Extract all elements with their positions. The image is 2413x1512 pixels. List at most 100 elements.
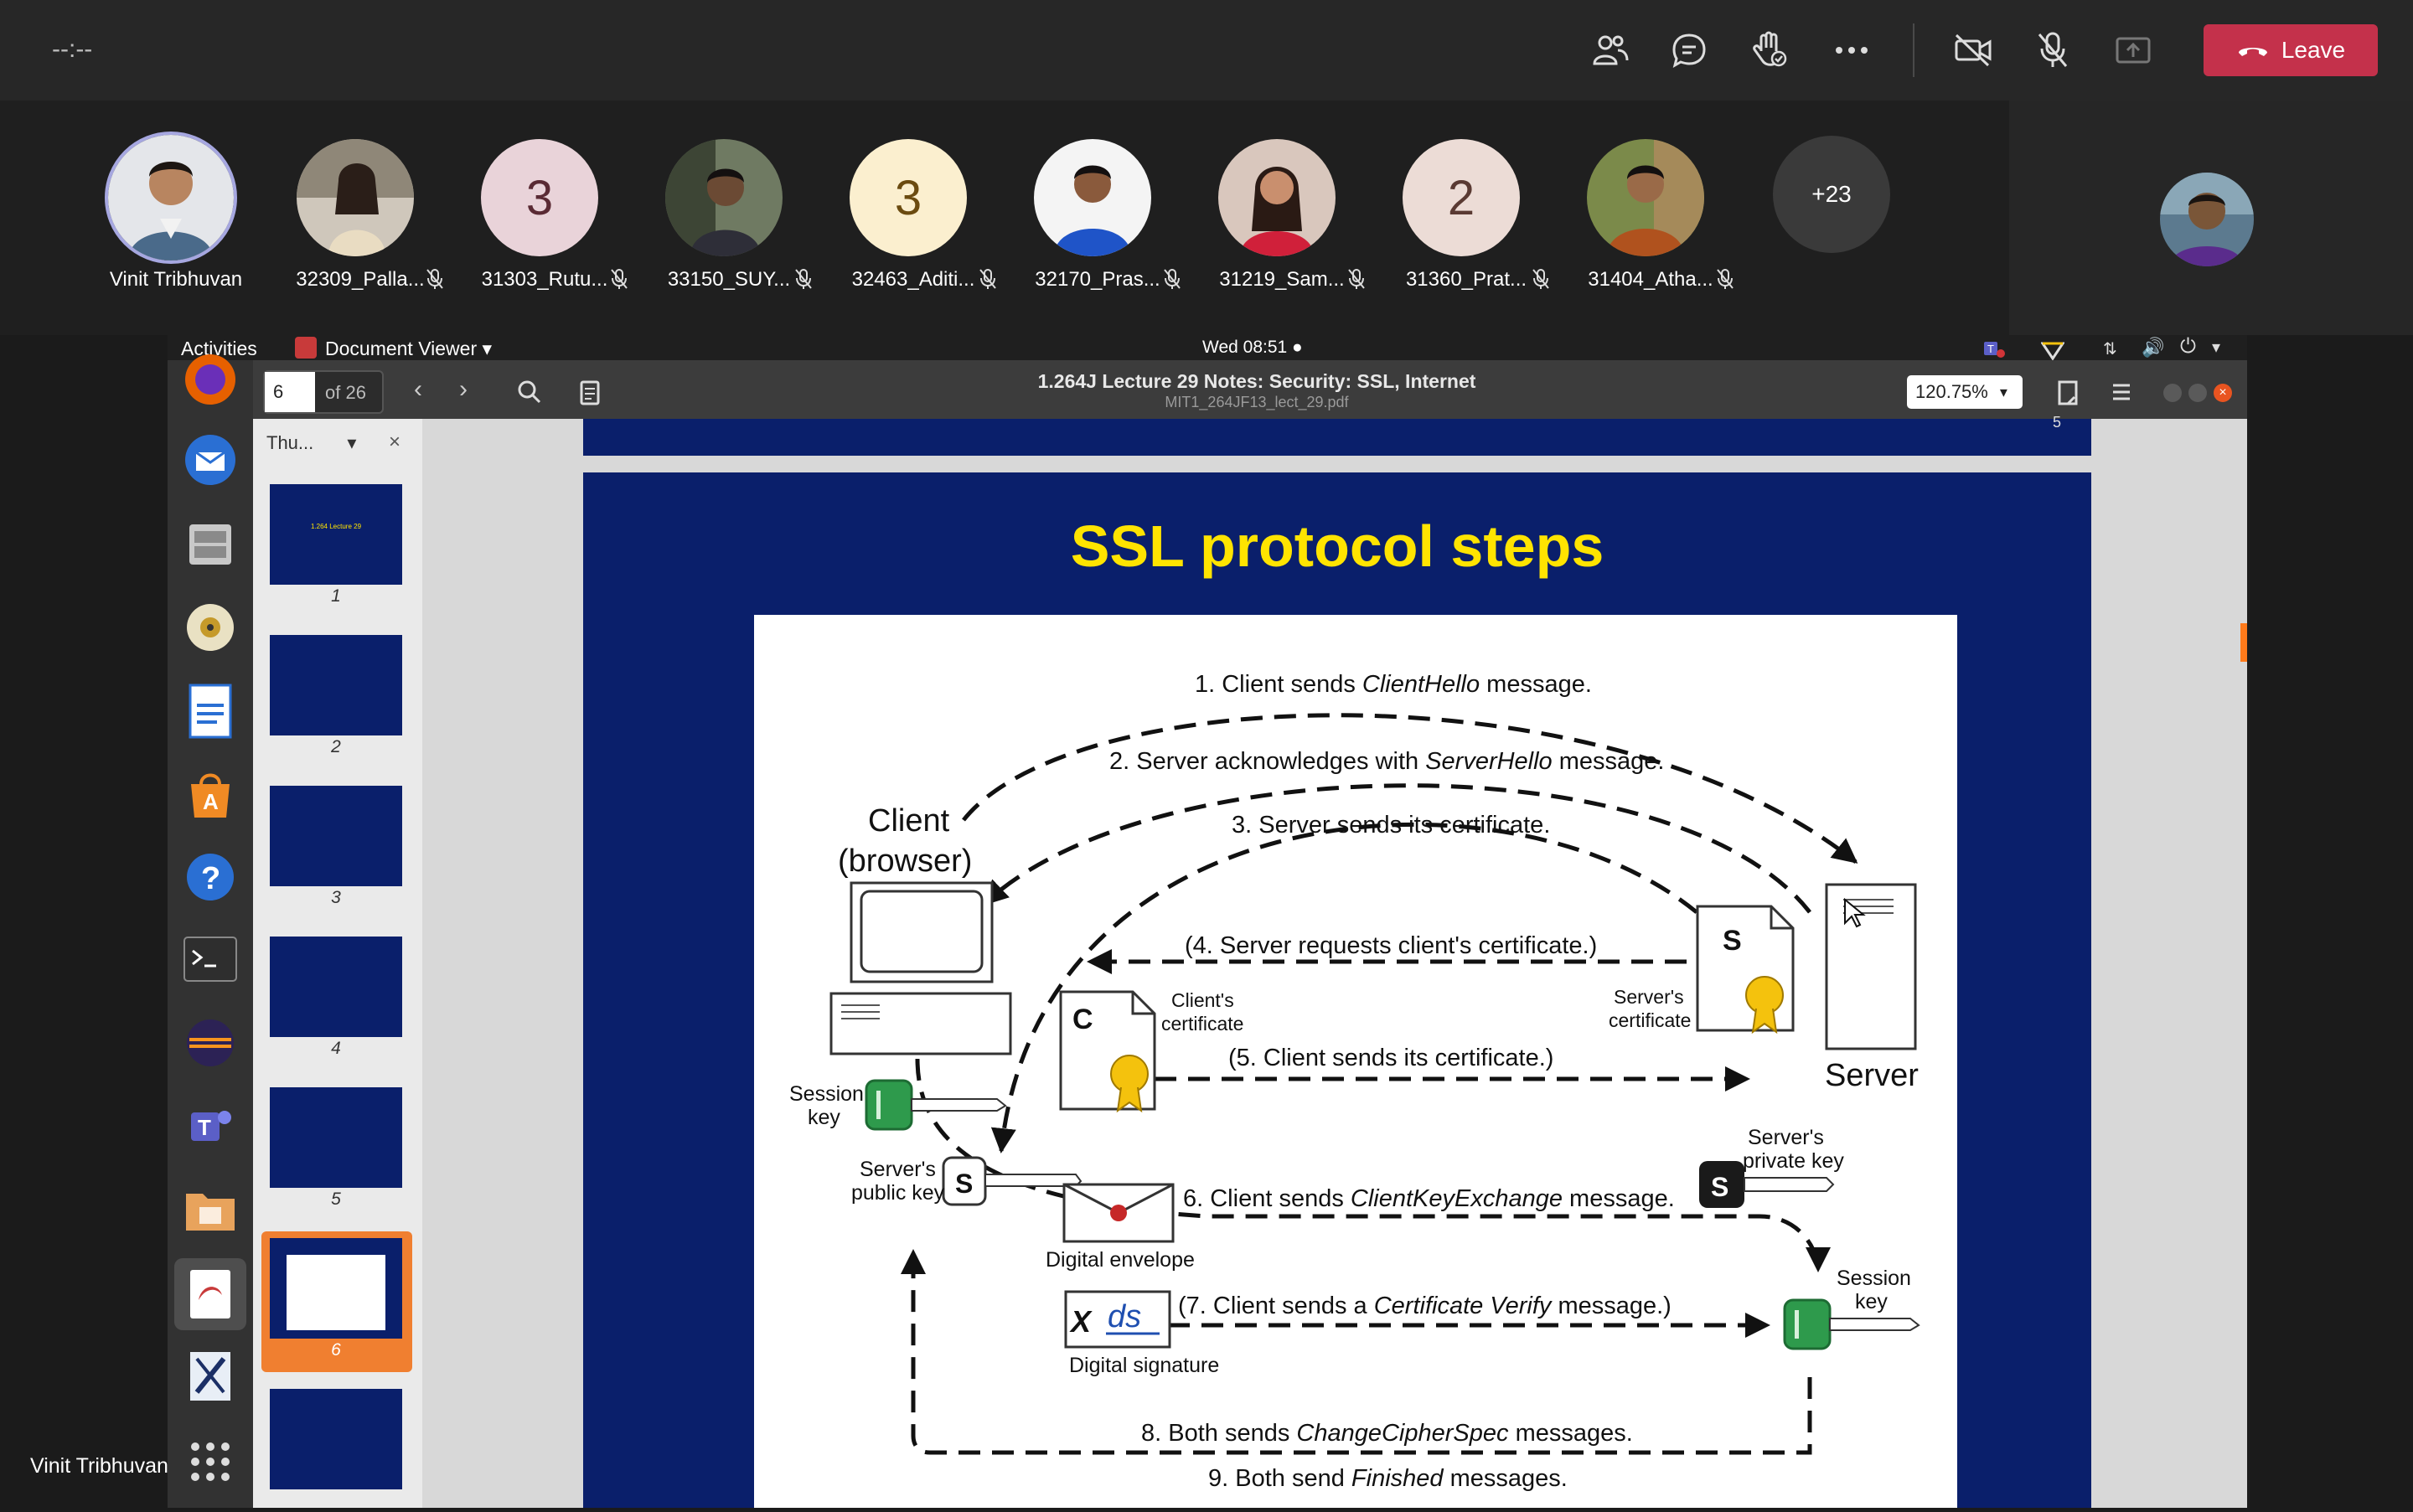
document-viewer-dock-icon[interactable]: [174, 1258, 246, 1330]
chat-icon[interactable]: [1664, 25, 1714, 75]
step-4-text: (4. Server requests client's certificate…: [1185, 932, 1597, 959]
activities-button[interactable]: Activities: [181, 338, 257, 359]
more-participants-button[interactable]: +23: [1773, 136, 1890, 253]
show-apps-icon[interactable]: [174, 1426, 246, 1498]
teams-icon[interactable]: T: [174, 1091, 246, 1163]
server-cert-label: Server's: [1614, 986, 1684, 1008]
step-7-text: (7. Client sends a Certificate Verify me…: [1178, 1293, 1672, 1319]
camera-off-icon[interactable]: [1948, 25, 1998, 75]
more-icon[interactable]: [1827, 25, 1877, 75]
drive-tray-icon[interactable]: [2040, 337, 2065, 361]
chevron-down-icon: ▾: [347, 432, 357, 453]
thumbnail-number: 1: [331, 586, 341, 606]
public-key-label: Server's: [860, 1158, 936, 1181]
server-public-key-icon: [942, 1156, 1082, 1206]
thunderbird-icon[interactable]: [174, 424, 246, 496]
participant-tile[interactable]: 3 31303_Rutu...: [461, 136, 628, 303]
page-thumbnail[interactable]: [270, 786, 402, 886]
svg-text:A: A: [203, 789, 219, 814]
chevron-down-icon: ▾: [1999, 383, 2007, 400]
server-cert-letter: S: [1723, 925, 1742, 957]
signature-ds: ds: [1108, 1299, 1141, 1334]
share-icon[interactable]: [2108, 25, 2158, 75]
power-icon[interactable]: ⏻: [2180, 335, 2196, 358]
eclipse-icon[interactable]: [174, 1007, 246, 1079]
participant-tile[interactable]: 2 31360_Prat...: [1382, 136, 1549, 303]
previous-page-chevron-icon[interactable]: ‹: [414, 375, 422, 403]
svg-text:T: T: [198, 1115, 211, 1140]
participant-tile[interactable]: 3 32463_Aditi...: [829, 136, 996, 303]
help-icon[interactable]: ?: [174, 841, 246, 913]
search-icon[interactable]: [511, 374, 548, 410]
arrow-step-2: [982, 783, 1811, 914]
ubuntu-dock: A ? T: [168, 354, 253, 1508]
page-navigator: of 26: [263, 370, 384, 414]
participant-tile[interactable]: 31219_Sam...: [1198, 136, 1365, 303]
system-clock[interactable]: Wed 08:51 ●: [1202, 338, 1303, 357]
participant-tile[interactable]: 31404_Atha...: [1567, 136, 1734, 303]
step-9-text: 9. Both send Finished messages.: [1208, 1465, 1568, 1492]
firefox-icon[interactable]: [174, 343, 246, 415]
participant-name: 32463_Aditi...: [851, 268, 975, 291]
document-filename: MIT1_264JF13_lect_29.pdf: [1165, 394, 1349, 410]
page-thumbnail[interactable]: [270, 1389, 402, 1489]
libreoffice-writer-icon[interactable]: [174, 675, 246, 747]
avatar: [105, 132, 237, 264]
presenter-name-label: Vinit Tribhuvan: [30, 1454, 168, 1478]
people-icon[interactable]: [1585, 25, 1635, 75]
participant-tile[interactable]: 32170_Pras...: [1014, 136, 1181, 303]
leave-button[interactable]: Leave: [2204, 24, 2378, 76]
system-menu-chevron-icon[interactable]: ▾: [2212, 338, 2221, 357]
signature-x: X: [1069, 1304, 1093, 1339]
software-center-icon[interactable]: A: [174, 759, 246, 831]
close-sidebar-icon[interactable]: ×: [389, 431, 401, 453]
self-video-avatar: [2160, 173, 2254, 266]
toolbar-divider: [1913, 23, 1914, 77]
sidebar-mode-select[interactable]: Thu... ▾: [266, 432, 356, 454]
thumbnail-number: 4: [331, 1039, 341, 1058]
digital-envelope-icon: [1062, 1183, 1175, 1243]
participant-tile[interactable]: Vinit Tribhuvan: [92, 132, 251, 303]
raise-hand-icon[interactable]: [1744, 25, 1795, 75]
avatar-initials: 3: [481, 139, 598, 256]
client-cert-letter: C: [1072, 1004, 1093, 1035]
xournal-icon[interactable]: [174, 1340, 246, 1412]
digital-signature-icon: [1064, 1290, 1171, 1349]
teams-tray-icon[interactable]: T: [1982, 337, 2006, 360]
participant-tile[interactable]: 32309_Palla...: [276, 136, 443, 303]
thumbnail-number: 6: [331, 1340, 341, 1360]
page-thumbnail-selected[interactable]: [270, 1238, 402, 1339]
svg-text:T: T: [1987, 343, 1994, 355]
thumbnail-number: 5: [331, 1189, 341, 1209]
private-key-letter: S: [1711, 1172, 1728, 1202]
svg-text:?: ?: [201, 861, 220, 896]
folder-icon[interactable]: [174, 1174, 246, 1246]
network-icon[interactable]: ⇅: [2103, 340, 2117, 359]
page-thumbnail[interactable]: 1.264 Lecture 29: [270, 484, 402, 585]
rhythmbox-icon[interactable]: [174, 591, 246, 663]
page-thumbnail[interactable]: [270, 1087, 402, 1188]
minimize-button[interactable]: [2163, 384, 2182, 402]
page-number-input[interactable]: [265, 372, 315, 412]
close-window-button[interactable]: ×: [2214, 384, 2232, 402]
participant-tile[interactable]: 33150_SUY...: [645, 136, 812, 303]
mic-muted-icon: [1716, 268, 1734, 294]
server-certificate-icon: [1696, 905, 1795, 1035]
page-thumbnail[interactable]: [270, 635, 402, 735]
zoom-select[interactable]: 120.75% ▾: [1907, 375, 2023, 409]
hamburger-menu-icon[interactable]: [2103, 374, 2140, 410]
session-key-label-2: key: [1855, 1290, 1888, 1313]
page-layout-icon[interactable]: [2049, 374, 2086, 410]
participant-name: 31303_Rutu...: [481, 268, 608, 291]
thumbnail-number: 2: [331, 737, 341, 756]
terminal-icon[interactable]: [174, 923, 246, 995]
maximize-button[interactable]: [2188, 384, 2207, 402]
scroll-position-marker[interactable]: [2240, 623, 2247, 662]
volume-icon[interactable]: 🔊: [2142, 337, 2165, 358]
page-thumbnail[interactable]: [270, 937, 402, 1037]
app-menu[interactable]: Document Viewer ▾: [325, 338, 492, 360]
next-page-chevron-icon[interactable]: ›: [459, 375, 468, 403]
files-cabinet-icon[interactable]: [174, 508, 246, 580]
annotations-icon[interactable]: [571, 374, 608, 410]
mic-off-icon[interactable]: [2028, 25, 2078, 75]
